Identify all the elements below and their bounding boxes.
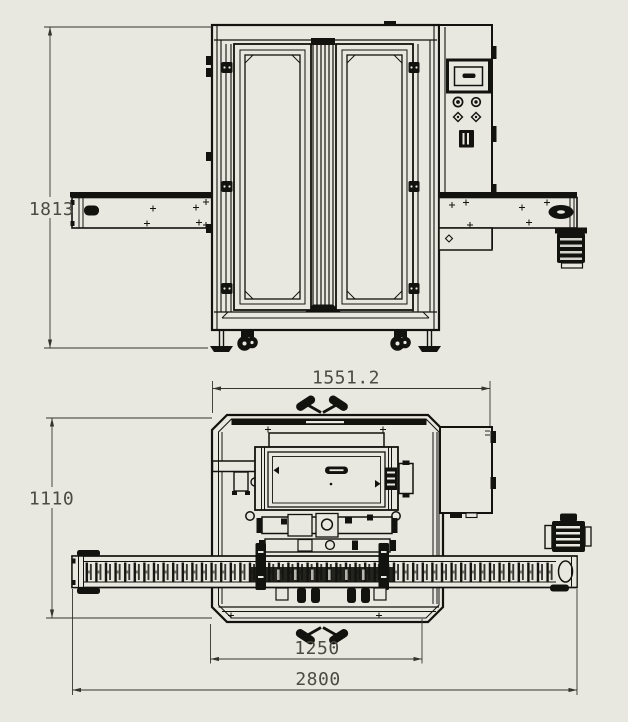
infeed-conveyor [70, 192, 213, 229]
center-mullion [311, 38, 335, 312]
belt-slot [84, 205, 99, 216]
chain-conveyor [71, 543, 578, 603]
panel-button [452, 96, 464, 108]
caster-wheel [237, 329, 258, 351]
end-roller [557, 560, 574, 583]
drive-motor-front [555, 227, 587, 269]
front-view [70, 21, 587, 352]
guide-post [378, 543, 389, 590]
panel-button [470, 96, 482, 108]
dim-label-width-with-panel: 1551.2 [312, 368, 380, 389]
outfeed-conveyor [438, 192, 578, 229]
hmi-screen [446, 58, 491, 94]
dim-label-machine-depth: 1110 [29, 489, 74, 510]
base-hole [245, 511, 255, 521]
door-hinge [408, 181, 420, 192]
door-hinge [221, 62, 233, 73]
panel-lower-bracket [438, 227, 493, 251]
panel-button [470, 111, 482, 123]
leveling-foot [210, 330, 233, 352]
door-hinge [408, 62, 420, 73]
top-lug [384, 21, 396, 26]
dim-label-body-width: 1250 [294, 638, 339, 659]
caster-wheel [390, 329, 411, 351]
right-door [335, 43, 414, 311]
dimension-overall-height: 1813 [29, 26, 212, 349]
door-hinge [408, 283, 420, 294]
door-hinge [221, 181, 233, 192]
dimension-width-with-panel: 1551.2 [212, 368, 491, 426]
plan-view [71, 395, 592, 645]
dim-label-overall-height: 1813 [29, 199, 74, 220]
dim-label-overall-length: 2800 [295, 669, 340, 690]
door-hinge [221, 283, 233, 294]
dimension-body-width: 1250 [210, 619, 423, 664]
guide-post [255, 543, 266, 590]
door-stop [305, 304, 341, 312]
panel-button [452, 111, 464, 123]
dimension-machine-depth: 1110 [29, 417, 212, 619]
electrical-box [439, 426, 496, 519]
head-assembly [254, 432, 414, 511]
leveling-foot [418, 330, 441, 352]
clamp-handle-top [296, 395, 348, 414]
conveyor-motor-plan [544, 513, 592, 552]
clamp-handle-bottom [295, 626, 349, 645]
selector-switch [459, 130, 474, 148]
dimension-overall-length: 2800 [72, 589, 578, 695]
cross-slide [256, 512, 398, 553]
door-hinges [221, 62, 420, 294]
left-door [233, 43, 312, 311]
